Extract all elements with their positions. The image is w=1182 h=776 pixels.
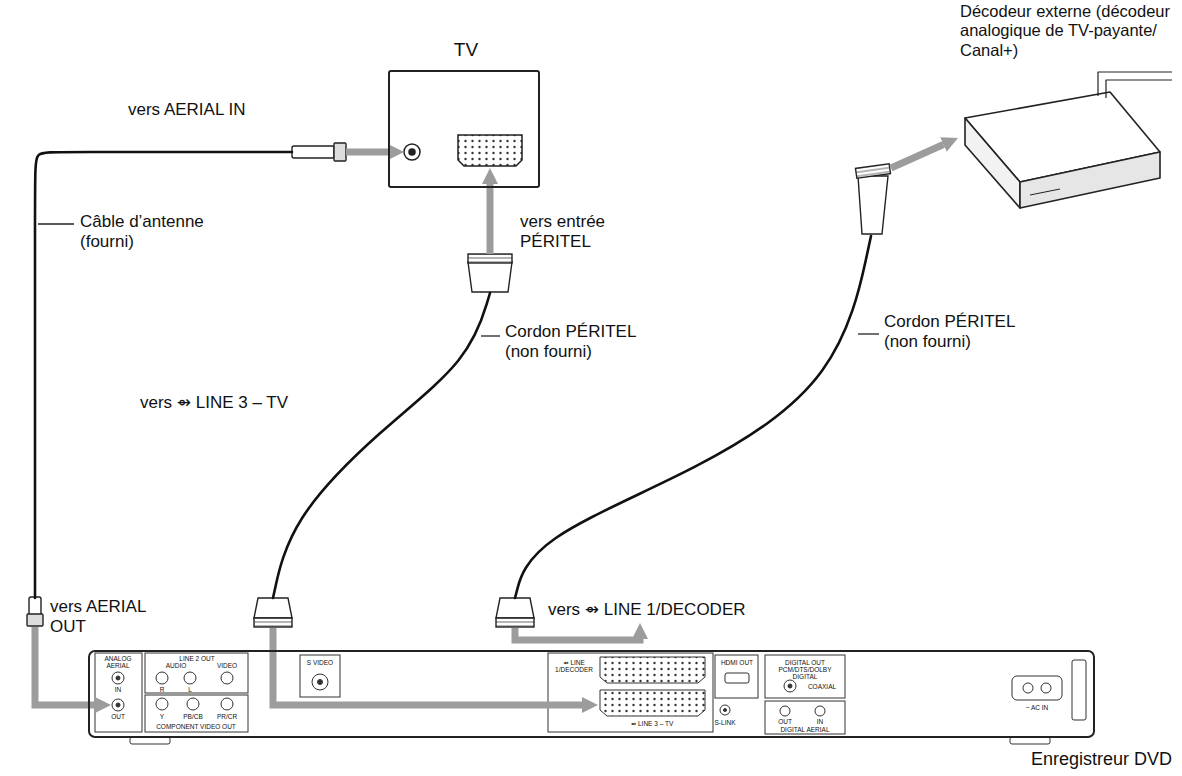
cable-label: Câble d’antenne (fourni): [80, 212, 230, 252]
panel-marking: COMPONENT VIDEO OUT: [156, 723, 236, 730]
node-heading: Décodeur externe (décodeur analogique de…: [960, 2, 1174, 60]
cable-line: [515, 236, 871, 598]
connector-callout: vers entrée PÉRITEL: [520, 212, 632, 252]
node-heading: Enregistreur DVD: [940, 749, 1172, 770]
cable-label: Cordon PÉRITEL (non fourni): [884, 312, 1034, 352]
panel-marking: PB/CB: [183, 713, 203, 720]
panel-marking: ~ AC IN: [1026, 704, 1049, 711]
panel-marking: L: [188, 686, 192, 693]
panel-marking: R: [160, 686, 165, 693]
cable-line: [35, 152, 292, 598]
panel-marking: HDMI OUT: [721, 659, 753, 666]
dvd-recorder: Enregistreur DVD: [88, 650, 1095, 738]
decoder-box: [965, 72, 1172, 208]
panel-marking: COAXIAL: [808, 683, 836, 690]
panel-marking: OUT: [111, 713, 125, 720]
cable-label: Cordon PÉRITEL (non fourni): [505, 322, 655, 362]
cable-connector: [35, 152, 388, 705]
panel-marking: S-LINK: [715, 719, 736, 726]
plug-in-arrow: [346, 149, 388, 156]
panel-marking: DIGITAL AERIAL: [780, 726, 829, 733]
panel-marking: IN: [115, 686, 122, 693]
connector-callout: vers AERIAL IN: [128, 100, 245, 120]
cable-line: [273, 293, 490, 598]
panel-marking: IN: [817, 718, 824, 725]
tv-set: TV: [388, 70, 540, 188]
panel-marking: AUDIO: [166, 662, 187, 669]
plug-in-arrow: [515, 628, 640, 640]
panel-marking: PCM/DTS/DOLBY DIGITAL: [767, 666, 843, 680]
panel-marking: Y: [160, 713, 164, 720]
tv-sockets: [404, 135, 522, 166]
panel-marking: ⇴ LINE 1/DECODER: [552, 659, 596, 673]
panel-marking: VIDEO: [217, 662, 237, 669]
panel-marking: ⇴ LINE 3 – TV: [631, 720, 674, 727]
plug-in-arrow: [35, 627, 95, 705]
panel-marking: OUT: [778, 718, 792, 725]
panel-marking: DIGITAL OUT: [785, 659, 825, 666]
connector-callout: vers AERIAL OUT: [50, 597, 166, 637]
panel-marking: LINE 2 OUT: [179, 655, 214, 662]
plug-in-arrow: [891, 145, 943, 168]
panel-marking: ANALOG AERIAL: [96, 655, 141, 669]
node-heading: TV: [390, 39, 542, 61]
cable-connector: [515, 145, 943, 640]
cable-plugs: [27, 143, 891, 627]
panel-marking: S VIDEO: [307, 659, 333, 666]
external-decoder: Décodeur externe (décodeur analogique de…: [960, 88, 1165, 213]
panel-marking: PR/CR: [217, 713, 237, 720]
cable-connector: [273, 184, 582, 705]
recorder-rear-panel: [95, 653, 1086, 744]
plug-in-arrow: [487, 184, 494, 254]
connector-callout: vers ⇴ LINE 3 – TV: [140, 393, 288, 413]
connector-callout: vers ⇴ LINE 1/DECODER: [548, 600, 746, 620]
